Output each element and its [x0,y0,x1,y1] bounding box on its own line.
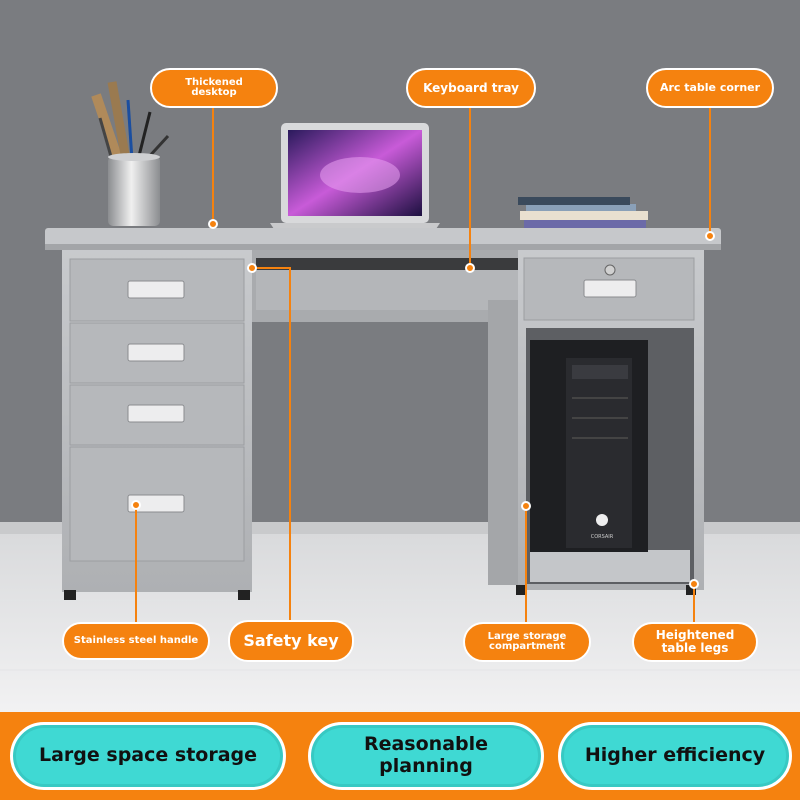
desktop-top [45,228,721,248]
callout-keyboard-tray: Keyboard tray [406,68,536,108]
feature-large-space-storage: Large space storage [10,722,286,790]
pc-tower: CORSAIR [530,340,648,552]
left-drawer-pedestal [62,250,252,600]
feature-higher-efficiency: Higher efficiency [558,722,792,790]
callout-large-storage-compartment: Large storage compartment [463,622,591,662]
feature-reasonable-planning: Reasonable planning [308,722,544,790]
callout-arc-table-corner: Arc table corner [646,68,774,108]
callout-leader-lines [131,108,715,622]
laptop [270,123,440,232]
callout-thickened-desktop: Thickened desktop [150,68,278,108]
callout-safety-key: Safety key [228,620,354,662]
callout-heightened-table-legs: Heightened table legs [632,622,758,662]
keyboard-tray-panel [252,250,522,322]
callout-stainless-steel-handle: Stainless steel handle [62,622,210,660]
books [518,197,648,229]
pc-brand-label: CORSAIR [591,534,614,540]
pen-holder [91,81,170,226]
